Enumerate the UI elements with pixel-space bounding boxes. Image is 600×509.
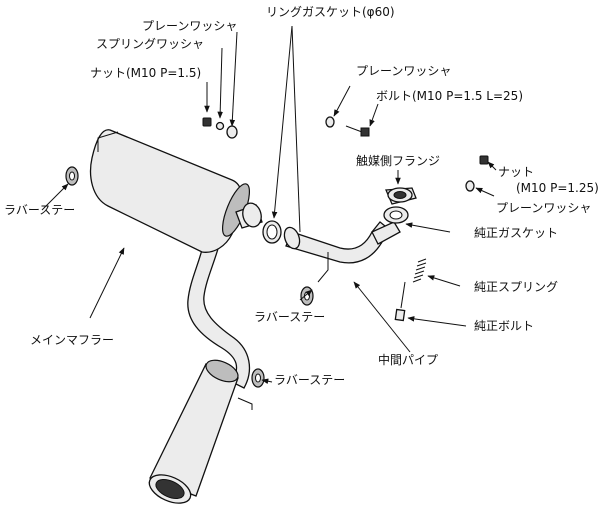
leader-oem-spring bbox=[427, 275, 461, 287]
leader-stay-mid bbox=[299, 289, 313, 301]
label-stay-mid: ラバーステー bbox=[254, 310, 325, 324]
nut-washer-set bbox=[202, 117, 238, 139]
leader-plain-washer-top bbox=[229, 31, 238, 127]
label-nut-right-1: ナット bbox=[498, 165, 534, 179]
label-bolt: ボルト(M10 P=1.5 L=25) bbox=[376, 89, 523, 103]
leader-stay-tail bbox=[261, 378, 273, 384]
leader-oem-gasket bbox=[405, 222, 451, 233]
label-spring-washer: スプリングワッシャ bbox=[96, 37, 204, 51]
leader-washer-right bbox=[475, 187, 495, 197]
label-washer-right: プレーンワッシャ bbox=[496, 201, 591, 215]
label-nut-right-2: (M10 P=1.25) bbox=[516, 181, 599, 195]
tip-inner bbox=[155, 478, 185, 500]
label-oem-spring: 純正スプリング bbox=[474, 280, 558, 294]
mid-pipe-flange-front bbox=[283, 226, 301, 250]
rubber-stay-tail bbox=[251, 368, 265, 388]
muffler-flange bbox=[242, 202, 262, 228]
leader-ring-gasket bbox=[271, 25, 293, 219]
label-ring-gasket: リングガスケット(φ60) bbox=[266, 5, 395, 19]
label-mid-pipe: 中間パイプ bbox=[378, 352, 438, 367]
mid-pipe-hanger bbox=[317, 252, 329, 283]
label-plain-washer-bolt: プレーンワッシャ bbox=[356, 64, 451, 78]
leader-oem-bolt bbox=[407, 316, 467, 327]
catalyst-flange bbox=[385, 187, 417, 205]
nut-m10-p125 bbox=[465, 155, 489, 192]
label-stay-left: ラバーステー bbox=[4, 203, 75, 217]
sub-muffler-top bbox=[205, 359, 239, 383]
leader-nut-right bbox=[487, 161, 497, 171]
label-cat-flange: 触媒側フランジ bbox=[356, 154, 440, 168]
leader-stay-left bbox=[41, 183, 69, 211]
rubber-stay-left bbox=[65, 166, 79, 186]
oem-gasket bbox=[383, 206, 409, 224]
leader-bolt bbox=[369, 103, 379, 127]
bolt-m10 bbox=[325, 116, 370, 137]
leader-main-muffler bbox=[89, 247, 125, 319]
label-main-muffler: メインマフラー bbox=[30, 333, 114, 347]
leader-spring-washer bbox=[217, 47, 223, 119]
main-muffler bbox=[89, 129, 263, 504]
rubber-stay-mid bbox=[300, 286, 314, 306]
muffler-hanger bbox=[97, 131, 119, 152]
oem-spring bbox=[412, 258, 427, 283]
leader-plain-washer-bolt bbox=[333, 85, 351, 117]
mid-pipe bbox=[285, 221, 391, 264]
mid-pipe-flange bbox=[371, 221, 401, 245]
label-oem-gasket: 純正ガスケット bbox=[474, 226, 558, 240]
label-oem-bolt: 純正ボルト bbox=[474, 319, 534, 333]
label-nut-top: ナット(M10 P=1.5) bbox=[90, 66, 201, 80]
mid-pipe-group bbox=[283, 221, 401, 283]
muffler-shell bbox=[89, 129, 244, 253]
label-plain-washer-top: プレーンワッシャ bbox=[142, 19, 237, 33]
label-stay-tail: ラバーステー bbox=[274, 373, 345, 387]
leader-mid-pipe bbox=[353, 281, 411, 353]
tail-hanger bbox=[237, 397, 253, 410]
oem-bolt bbox=[394, 281, 406, 322]
leader-ring-gasket-2 bbox=[291, 25, 301, 233]
